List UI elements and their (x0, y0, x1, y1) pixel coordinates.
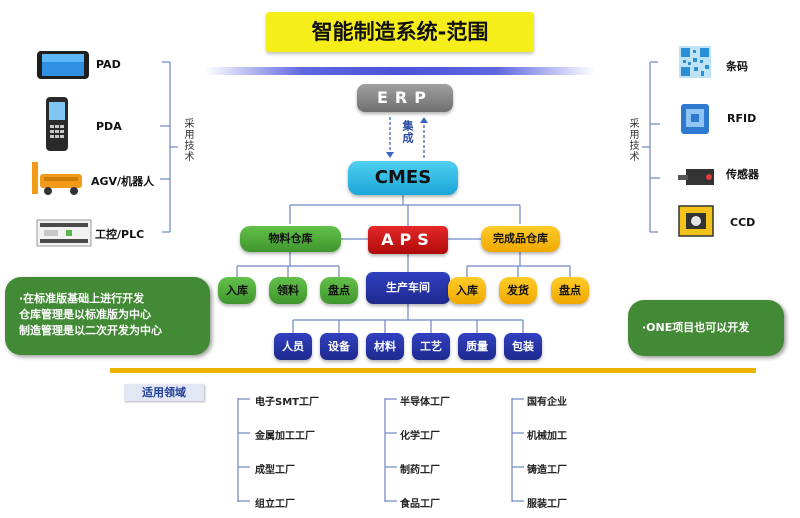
industry-item: 半导体工厂 (400, 397, 450, 408)
material-warehouse-node: 物料仓库 (240, 226, 341, 252)
material-inventory-node: 盘点 (320, 277, 358, 304)
industry-item: 国有企业 (527, 397, 567, 408)
left-note-line-2: 仓库管理是以标准版为中心 (19, 308, 151, 321)
ccd-camera-icon (678, 205, 714, 237)
workshop-personnel-node: 人员 (274, 333, 312, 360)
production-workshop-node: 生产车间 (366, 272, 450, 304)
finished-shipping-node: 发货 (499, 277, 537, 304)
application-areas-label: 适用领域 (124, 384, 204, 401)
industry-item: 化学工厂 (400, 431, 440, 442)
workshop-equipment-node: 设备 (320, 333, 358, 360)
handheld-pda-icon (46, 97, 68, 151)
left-note-line-3: 制造管理是以二次开发为中心 (19, 324, 162, 337)
right-tech-label: 采用技术 (627, 118, 638, 162)
device-label-agv: AGV/机器人 (91, 175, 155, 188)
plc-controller-icon (36, 219, 92, 247)
industry-item: 铸造工厂 (527, 465, 567, 476)
workshop-quality-node: 质量 (458, 333, 496, 360)
finished-inventory-node: 盘点 (551, 277, 589, 304)
industry-item: 机械加工 (527, 431, 567, 442)
cmes-node: CMES (348, 161, 458, 195)
industry-item: 服装工厂 (527, 499, 567, 510)
left-note-line-1: ·在标准版基础上进行开发 (19, 292, 145, 305)
title-underline-bar (205, 67, 595, 75)
industry-item: 制药工厂 (400, 465, 440, 476)
industry-item: 电子SMT工厂 (255, 397, 319, 408)
device-label-sensor: 传感器 (726, 168, 759, 181)
industry-item: 组立工厂 (255, 499, 295, 510)
sensor-icon (678, 169, 714, 185)
device-label-pda: PDA (96, 120, 122, 133)
device-label-pad: PAD (96, 58, 121, 71)
finished-inbound-node: 入库 (448, 277, 486, 304)
rfid-tag-icon (681, 104, 709, 134)
agv-robot-icon (32, 162, 82, 195)
diagram-title: 智能制造系统-范围 (266, 12, 534, 52)
industry-item: 成型工厂 (255, 465, 295, 476)
workshop-packaging-node: 包装 (504, 333, 542, 360)
material-picking-node: 领料 (269, 277, 307, 304)
tablet-pad-icon (37, 51, 89, 79)
workshop-materials-node: 材料 (366, 333, 404, 360)
device-label-barcode: 条码 (726, 60, 748, 73)
integration-label: 集成 (401, 120, 414, 144)
finished-warehouse-node: 完成品仓库 (481, 226, 560, 252)
right-note-card: ·ONE项目也可以开发 (628, 300, 784, 356)
device-label-ccd: CCD (730, 216, 756, 229)
workshop-process-node: 工艺 (412, 333, 450, 360)
device-label-plc: 工控/PLC (95, 228, 145, 241)
barcode-qr-icon (679, 46, 711, 78)
erp-node: ERP (357, 84, 453, 112)
left-note-card: ·在标准版基础上进行开发 仓库管理是以标准版为中心 制造管理是以二次开发为中心 (5, 277, 210, 355)
material-inbound-node: 入库 (218, 277, 256, 304)
industry-item: 金属加工工厂 (255, 431, 315, 442)
aps-node: APS (368, 226, 448, 254)
device-label-rfid: RFID (727, 112, 757, 125)
industry-item: 食品工厂 (400, 499, 440, 510)
left-tech-label: 采用技术 (182, 118, 193, 162)
